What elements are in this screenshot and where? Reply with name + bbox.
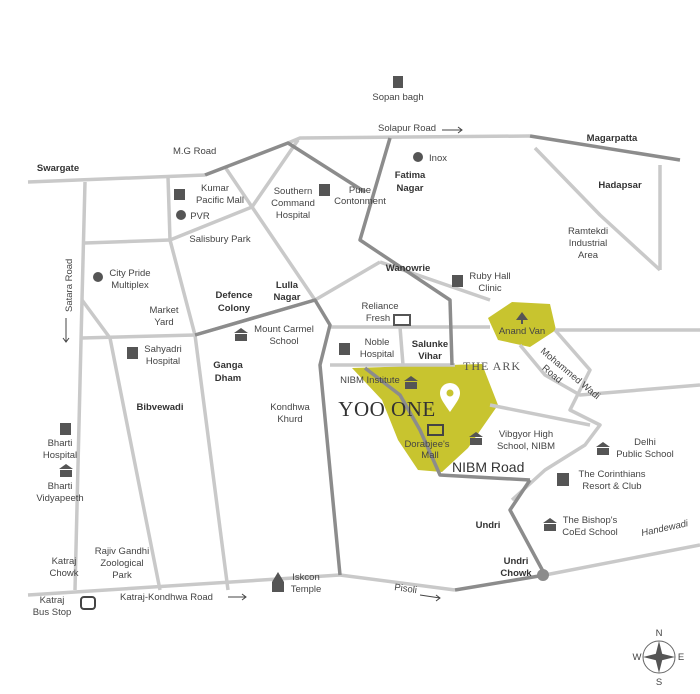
hospital-icon: [339, 343, 350, 355]
area-salisbury-park: Salisbury Park: [189, 234, 250, 245]
road-label-mohammed-wadi: Mohammed WadiRoad: [530, 346, 602, 411]
hospital-icon: [452, 275, 463, 287]
mall-icon: [174, 189, 185, 200]
hospital-icon: [60, 423, 71, 435]
location-pin-icon: [440, 383, 460, 412]
film-reel-icon: [176, 210, 186, 220]
svg-text:E: E: [678, 652, 684, 663]
hospital-icon: [127, 347, 138, 359]
mall-icon: [427, 424, 444, 436]
road-label-handewadi: Handewadi: [640, 518, 690, 539]
school-icon: [59, 464, 73, 477]
road-label-satara: Satara Road: [64, 259, 75, 312]
arrow-right-icon: [419, 594, 441, 602]
location-pin-dot: [446, 389, 454, 397]
svg-text:S: S: [656, 677, 662, 688]
the-ark-logo: THE ARK: [463, 359, 521, 373]
tree-icon: [516, 312, 528, 324]
school-icon: [596, 442, 610, 455]
film-reel-icon: [413, 152, 423, 162]
school-icon: [234, 328, 248, 341]
area-wanowrie: Wanowrie: [386, 263, 431, 274]
anand-van-zone: [488, 302, 556, 347]
school-icon: [543, 518, 557, 531]
undri-chowk-junction: [537, 569, 549, 581]
bus-icon: [80, 596, 96, 610]
compass: N S E W: [633, 628, 685, 688]
place-inox: Inox: [429, 153, 447, 164]
temple-icon: [272, 572, 284, 592]
major-roads: [194, 134, 681, 592]
store-icon: [393, 314, 411, 326]
area-bibvewadi: Bibvewadi: [137, 402, 184, 413]
road-label-katraj-kondhwa: Katraj-Kondhwa Road: [120, 592, 213, 603]
road-label-nibm: NIBM Road: [452, 459, 524, 475]
compass-rose-icon: [643, 641, 675, 673]
road-label-mg: M.G Road: [173, 146, 216, 157]
arrow-down-icon: [62, 318, 70, 343]
building-icon: [393, 76, 403, 88]
area-magarpatta: Magarpatta: [587, 133, 638, 144]
place-nibm-institute: NIBM Institute: [340, 375, 400, 386]
hospital-icon: [319, 184, 330, 196]
road-label-pisoli: Pisoli: [394, 582, 418, 596]
place-anand-van: Anand Van: [499, 326, 545, 337]
area-hadapsar: Hadapsar: [598, 180, 642, 191]
arrow-right-icon: [228, 593, 247, 601]
school-icon: [469, 432, 483, 445]
area-swargate: Swargate: [37, 163, 79, 174]
project-name: YOO ONE: [338, 397, 435, 421]
institute-icon: [404, 376, 418, 389]
place-sopan-bagh: Sopan bagh: [372, 92, 423, 103]
yoo-one-zone: [352, 364, 498, 472]
resort-icon: [557, 473, 569, 486]
area-undri: Undri: [476, 520, 501, 531]
svg-text:N: N: [656, 628, 663, 639]
road-label-solapur: Solapur Road: [378, 123, 436, 134]
arrow-right-icon: [442, 126, 463, 134]
film-reel-icon: [93, 272, 103, 282]
svg-text:W: W: [633, 652, 642, 663]
place-pvr: PVR: [190, 211, 210, 222]
